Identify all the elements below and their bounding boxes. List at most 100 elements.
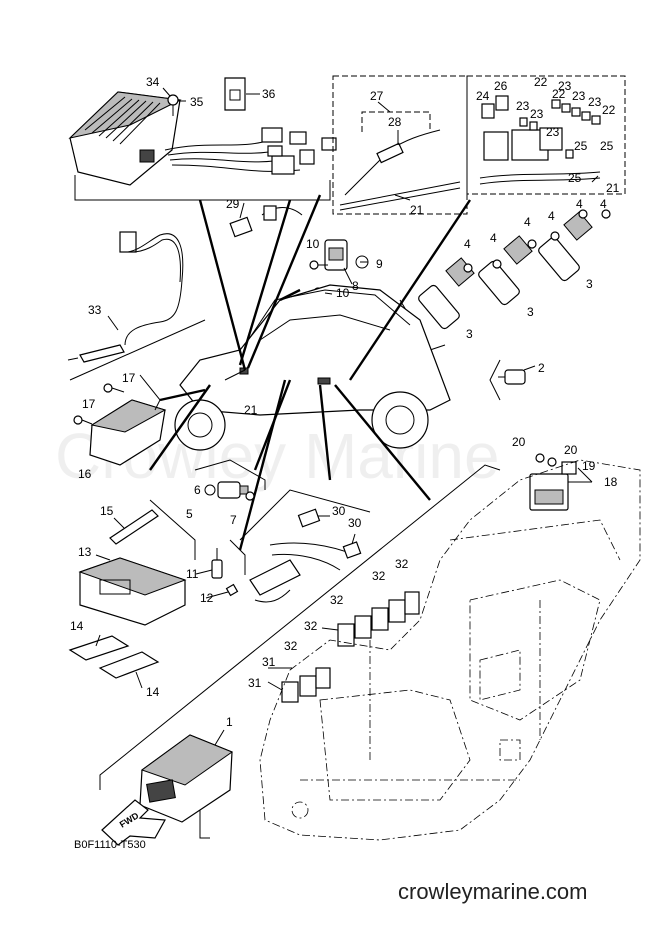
callout-29: 29	[226, 197, 240, 211]
vehicle-outline	[174, 284, 451, 451]
bracket-11	[229, 539, 246, 575]
callout-4b: 4	[490, 231, 497, 245]
part-28-harness[interactable]	[339, 129, 461, 211]
callout-36: 36	[262, 87, 276, 101]
callout-15: 15	[100, 504, 114, 518]
callout-2: 2	[538, 361, 545, 375]
part-8-sensor[interactable]	[324, 239, 348, 271]
bracket-5	[194, 459, 266, 490]
part-3c-coil[interactable]	[537, 211, 593, 282]
callout-3a: 3	[466, 327, 473, 341]
callout-8: 8	[352, 279, 359, 293]
part-34-unit[interactable]	[68, 91, 182, 186]
callout-23d: 23	[516, 99, 530, 113]
part-14a-pad[interactable]	[68, 635, 130, 661]
fuse-row[interactable]	[519, 99, 601, 159]
sub-box-28	[361, 111, 431, 132]
part-5-sensor[interactable]	[217, 481, 249, 499]
coil-bolts[interactable]	[463, 209, 611, 273]
callout-23b: 23	[572, 89, 586, 103]
callout-21b: 21	[410, 203, 424, 217]
part-31-relays[interactable]	[281, 667, 331, 703]
callout-22c: 22	[602, 103, 616, 117]
callout-28: 28	[388, 115, 402, 129]
website-footer[interactable]: crowleymarine.com	[398, 879, 588, 904]
part-17a-bolt[interactable]	[103, 383, 125, 393]
part-13-battery[interactable]	[78, 557, 187, 626]
part-18-relay-box[interactable]	[529, 473, 569, 511]
bracket-33	[69, 319, 206, 381]
part-7-bolt[interactable]	[245, 491, 255, 501]
callout-33: 33	[88, 303, 102, 317]
part-32-relays[interactable]	[337, 591, 420, 647]
part-6-oring[interactable]	[204, 484, 216, 496]
diagram-code: B0F1110-T530	[74, 839, 146, 851]
callout-21c: 21	[606, 181, 620, 195]
callout-30a: 30	[332, 504, 346, 518]
callout-3c: 3	[586, 277, 593, 291]
part-29-sensor[interactable]	[229, 205, 303, 238]
part-20-nuts[interactable]	[535, 453, 557, 467]
callout-18: 18	[604, 475, 618, 489]
part-16-module[interactable]	[89, 399, 167, 466]
callout-20a: 20	[512, 435, 526, 449]
callout-20b: 20	[564, 443, 578, 457]
bracket-30	[239, 489, 371, 541]
part-35-bolt[interactable]	[167, 94, 179, 116]
callout-32b: 32	[304, 619, 318, 633]
part-34-harness	[164, 127, 337, 175]
callout-32c: 32	[330, 593, 344, 607]
box-22-26	[466, 75, 626, 195]
part-12-fitting[interactable]	[225, 583, 239, 597]
callout-5: 5	[186, 507, 193, 521]
fwd-arrow: FWD	[101, 799, 166, 846]
bracket-2	[489, 359, 501, 401]
part-30-harness[interactable]	[249, 508, 362, 603]
callout-27: 27	[370, 89, 384, 103]
callout-32a: 32	[284, 639, 298, 653]
callout-23a: 23	[558, 79, 572, 93]
callout-31b: 31	[248, 676, 262, 690]
part-36-clip[interactable]	[224, 77, 246, 111]
callout-12: 12	[200, 591, 214, 605]
callout-19: 19	[582, 459, 596, 473]
part-14b-pad[interactable]	[98, 651, 160, 679]
fuse-block[interactable]	[479, 127, 601, 185]
callout-26: 26	[494, 79, 508, 93]
callout-25b: 25	[600, 139, 614, 153]
callout-7: 7	[230, 513, 237, 527]
callout-4c: 4	[524, 215, 531, 229]
bracket-1	[199, 810, 210, 839]
part-33-harness[interactable]	[67, 231, 184, 363]
part-1-ecu[interactable]	[139, 734, 234, 823]
callout-32d: 32	[372, 569, 386, 583]
part-19-cover[interactable]	[561, 461, 577, 475]
bracket-34	[74, 175, 331, 201]
bracket-frame	[99, 464, 501, 790]
callout-10a: 10	[306, 237, 320, 251]
callout-9: 9	[376, 257, 383, 271]
callout-1: 1	[226, 715, 233, 729]
callout-4a: 4	[464, 237, 471, 251]
callout-10b: 10	[336, 286, 350, 300]
callout-23c: 23	[588, 95, 602, 109]
callouts: 1 2 3 3 3 4 4 4 4 4 4 5 6 7 8 9 10 10 11…	[70, 75, 620, 729]
callout-31a: 31	[262, 655, 276, 669]
part-11-sensor[interactable]	[211, 548, 223, 579]
part-2-sensor[interactable]	[498, 369, 526, 385]
part-3b-coil[interactable]	[477, 235, 533, 306]
callout-3b: 3	[527, 305, 534, 319]
callout-35: 35	[190, 95, 204, 109]
callout-16: 16	[78, 467, 92, 481]
part-15-strap[interactable]	[109, 509, 159, 545]
callout-11: 11	[186, 567, 199, 581]
frame-outline	[259, 459, 641, 841]
callout-6: 6	[194, 483, 201, 497]
part-26-relay[interactable]	[495, 95, 509, 111]
part-24-relay[interactable]	[481, 103, 495, 119]
part-17b-bolt[interactable]	[73, 415, 93, 425]
callout-14b: 14	[146, 685, 160, 699]
part-10a-bolt[interactable]	[309, 260, 328, 270]
callout-17a: 17	[122, 371, 136, 385]
